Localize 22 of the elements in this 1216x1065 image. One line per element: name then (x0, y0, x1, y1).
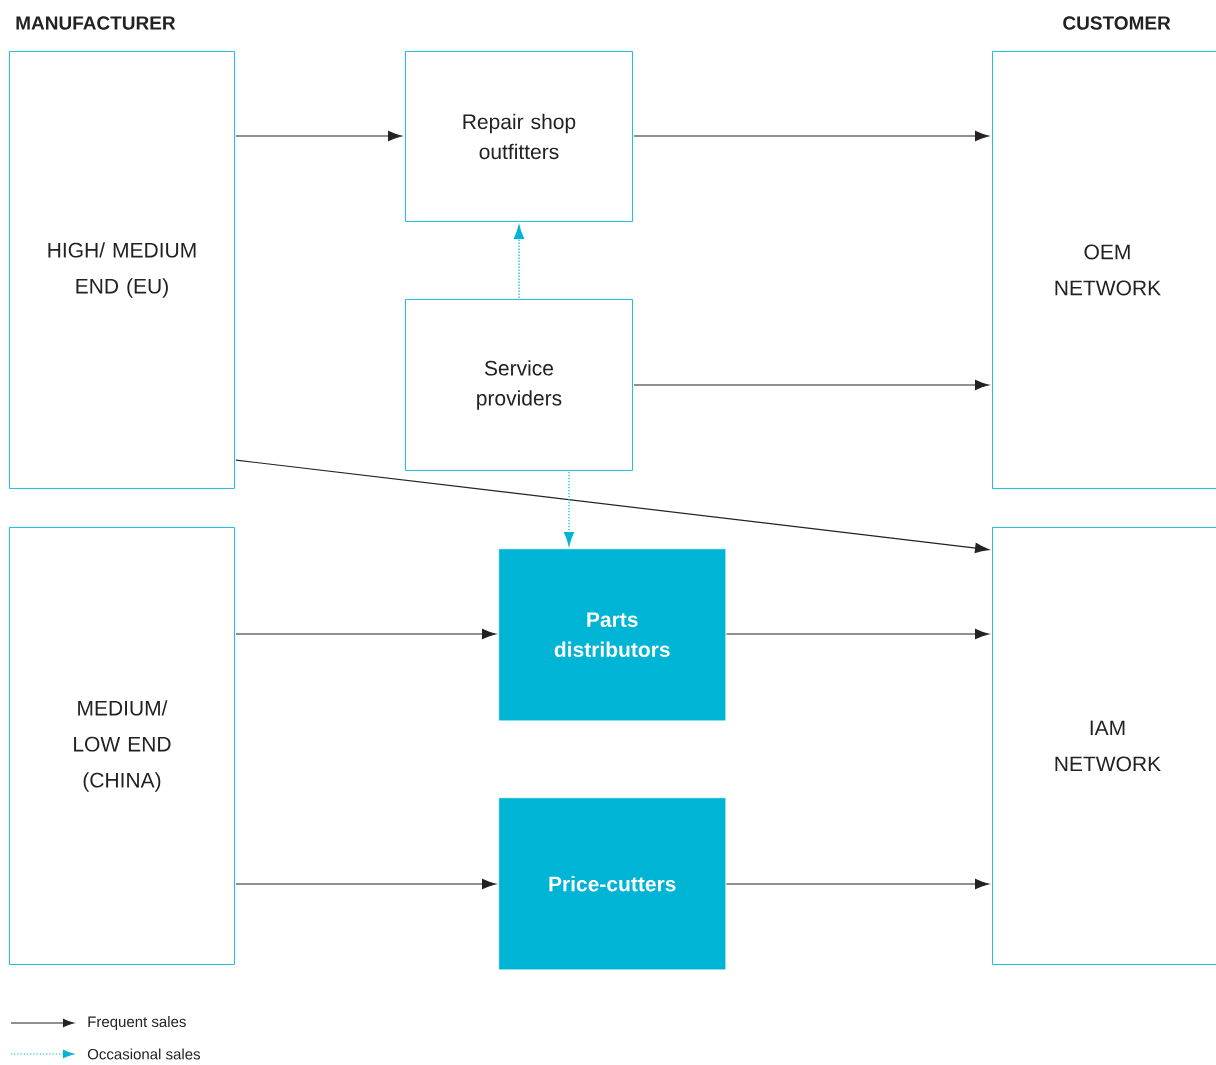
heading: MANUFACTURER (16, 16, 176, 30)
process-box: Repair shop outfitters (405, 51, 633, 222)
group-box: OEM NETWORK (992, 51, 1216, 489)
filled-box: Price-cutters (499, 798, 726, 970)
legend-text: Frequent sales (88, 1016, 186, 1030)
legend-text: Occasional sales (87, 1048, 200, 1060)
filled-box: Parts distributors (499, 549, 726, 721)
arrow (633, 379, 989, 391)
heading: CUSTOMER (1063, 16, 1171, 30)
arrow (513, 225, 525, 299)
arrow (235, 628, 496, 640)
process-box: Service providers (405, 299, 633, 471)
arrow (235, 459, 989, 554)
arrow (725, 628, 989, 640)
group-box: MEDIUM/ LOW END (CHINA) (9, 527, 235, 965)
arrow (563, 471, 575, 546)
arrow (235, 130, 402, 142)
group-box: IAM NETWORK (992, 527, 1216, 965)
group-box: HIGH/ MEDIUM END (EU) (9, 51, 235, 489)
arrow (633, 130, 989, 142)
arrow (725, 878, 989, 890)
arrow (235, 878, 496, 890)
